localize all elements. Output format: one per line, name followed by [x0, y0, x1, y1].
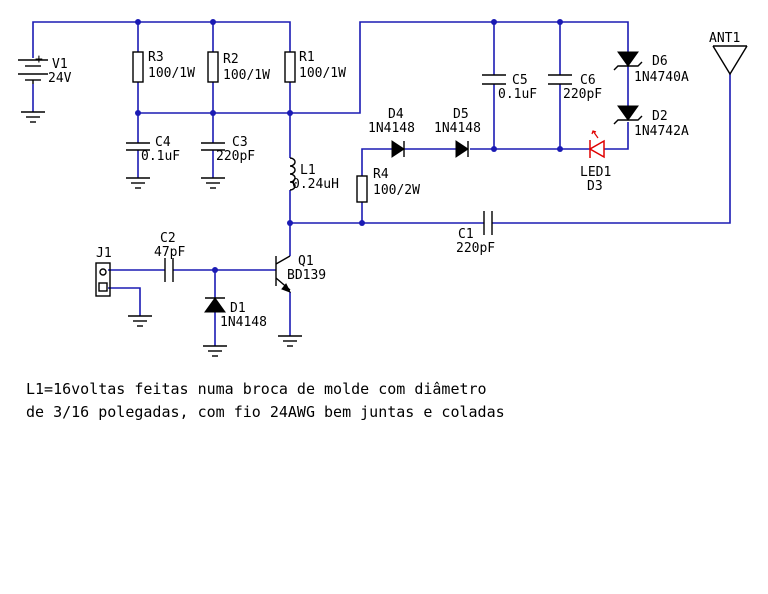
ground-icon [278, 335, 302, 347]
d2-value: 1N4742A [634, 124, 689, 139]
c2-name: C2 [160, 231, 176, 246]
r3-name: R3 [148, 50, 164, 65]
d3-name: D3 [587, 179, 603, 194]
capacitor-c2: C2 47pF [154, 231, 185, 282]
r2-value: 100/1W [223, 68, 270, 83]
wires [32, 21, 731, 346]
resistor-r4: R4 100/2W [356, 167, 420, 203]
v1-value: 24V [48, 71, 72, 86]
l1-value: 0.24uH [292, 177, 339, 192]
capacitor-c3: C3 220pF [201, 135, 255, 164]
junction-dots [135, 19, 563, 273]
zener-d2: D2 1N4742A [613, 105, 689, 139]
l1-name: L1 [300, 163, 316, 178]
c1-value: 220pF [456, 241, 495, 256]
r2-name: R2 [223, 52, 239, 67]
ground-icon [203, 345, 227, 357]
capacitor-c1: C1 220pF [456, 211, 495, 256]
j1-name: J1 [96, 246, 112, 261]
c6-value: 220pF [563, 87, 602, 102]
capacitor-c4: C4 0.1uF [126, 135, 180, 164]
c3-name: C3 [232, 135, 248, 150]
c2-value: 47pF [154, 245, 185, 260]
resistor-r1: R1 100/1W [284, 50, 346, 83]
d4-name: D4 [388, 107, 404, 122]
c6-name: C6 [580, 73, 596, 88]
inductor-l1: L1 0.24uH [289, 157, 339, 192]
r3-value: 100/1W [148, 66, 195, 81]
diode-d4: D4 1N4148 [368, 107, 415, 158]
battery-plus-label: + [35, 52, 43, 67]
c1-name: C1 [458, 227, 474, 242]
diode-d5: D5 1N4148 [434, 107, 481, 158]
d2-name: D2 [652, 109, 668, 124]
d1-value: 1N4148 [220, 315, 267, 330]
resistor-r3: R3 100/1W [132, 50, 195, 83]
d5-value: 1N4148 [434, 121, 481, 136]
d5-name: D5 [453, 107, 469, 122]
d4-value: 1N4148 [368, 121, 415, 136]
zener-d6: D6 1N4740A [613, 51, 689, 85]
ground-icons [21, 111, 302, 357]
d6-value: 1N4740A [634, 70, 689, 85]
r1-name: R1 [299, 50, 315, 65]
c4-name: C4 [155, 135, 171, 150]
c3-value: 220pF [216, 149, 255, 164]
ground-icon [201, 177, 225, 189]
r4-name: R4 [373, 167, 389, 182]
connector-j1: J1 [95, 246, 112, 297]
transistor-q1: Q1 BD139 [275, 254, 326, 293]
ground-icon [21, 111, 45, 123]
d6-name: D6 [652, 54, 668, 69]
d1-name: D1 [230, 301, 246, 316]
ground-icon [128, 315, 152, 327]
led1-name: LED1 [580, 165, 611, 180]
antenna-icon: ANT1 [709, 31, 748, 76]
r4-value: 100/2W [373, 183, 420, 198]
ant1-name: ANT1 [709, 31, 740, 46]
v1-name: V1 [52, 57, 68, 72]
capacitor-c6: C6 220pF [548, 73, 602, 102]
led-led1: LED1 D3 [580, 130, 611, 194]
diode-d1: D1 1N4148 [204, 297, 267, 330]
battery-v1: + V1 24V [18, 52, 72, 86]
capacitor-c5: C5 0.1uF [482, 73, 537, 102]
note-line-1: L1=16voltas feitas numa broca de molde c… [26, 380, 487, 398]
q1-name: Q1 [298, 254, 314, 269]
r1-value: 100/1W [299, 66, 346, 81]
c4-value: 0.1uF [141, 149, 180, 164]
c5-name: C5 [512, 73, 528, 88]
note-line-2: de 3/16 polegadas, com fio 24AWG bem jun… [26, 403, 505, 421]
ground-icon [126, 177, 150, 189]
q1-value: BD139 [287, 268, 326, 283]
c5-value: 0.1uF [498, 87, 537, 102]
resistor-r2: R2 100/1W [207, 51, 270, 83]
